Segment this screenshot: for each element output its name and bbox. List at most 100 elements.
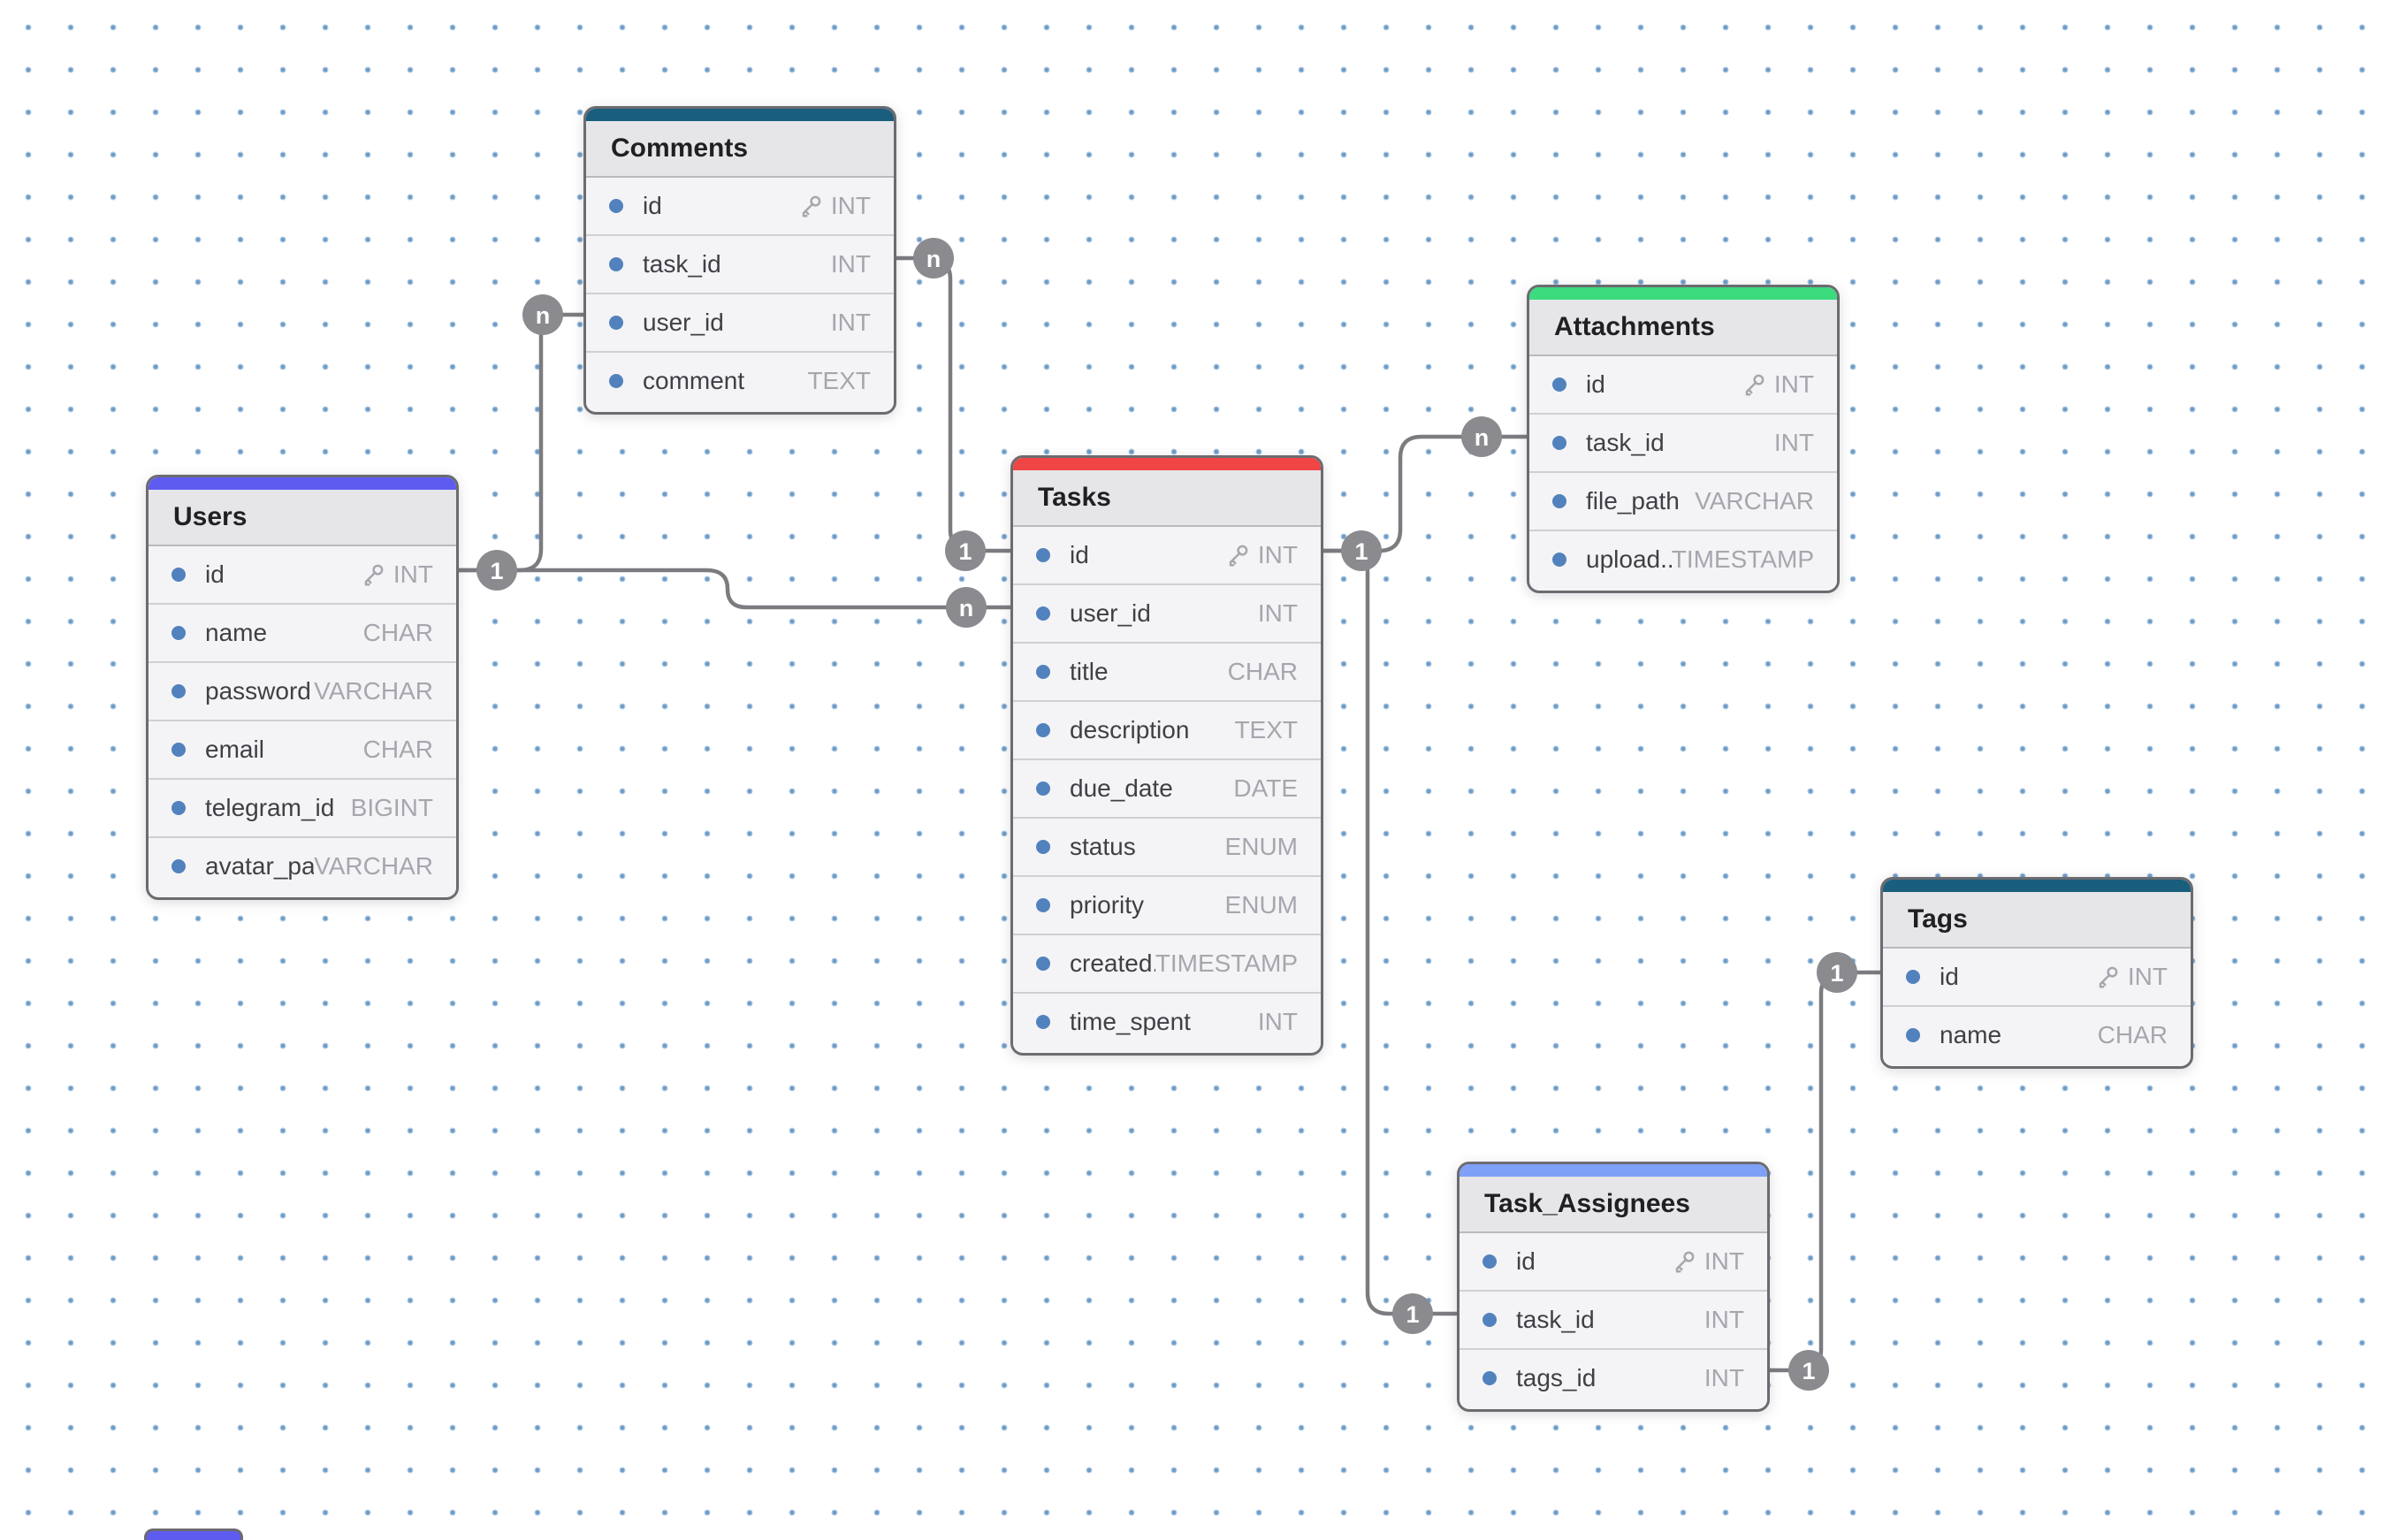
table-field-row[interactable]: tags_id INT <box>1460 1348 1767 1407</box>
field-dot-icon <box>172 801 186 815</box>
field-name: id <box>1516 1247 1536 1275</box>
table-field-row[interactable]: id INT <box>1013 527 1321 583</box>
table-field-row[interactable]: avatar_pa...VARCHAR <box>149 836 456 895</box>
cardinality-label: 1 <box>1830 960 1843 987</box>
field-type: INT <box>1257 1008 1298 1035</box>
field-dot-icon <box>172 684 186 698</box>
field-type: INT <box>1773 429 1814 456</box>
primary-key-icon <box>1745 374 1765 396</box>
field-type: BIGINT <box>350 794 433 821</box>
field-type: TEXT <box>807 367 871 394</box>
relationship-line[interactable] <box>891 255 1010 553</box>
cardinality-label: n <box>536 302 551 329</box>
table-field-row[interactable]: upload...TIMESTAMP <box>1529 530 1837 588</box>
cardinality-bubble: 1 <box>1788 1350 1829 1391</box>
field-dot-icon <box>609 257 623 271</box>
field-dot-icon <box>1552 377 1566 392</box>
cardinality-bubble: n <box>946 587 987 628</box>
field-name: description <box>1070 716 1190 743</box>
primary-key-icon <box>2099 966 2118 988</box>
table-field-row[interactable]: created...TIMESTAMP <box>1013 934 1321 992</box>
field-type: VARCHAR <box>314 677 433 705</box>
relationship-line[interactable] <box>454 568 1010 610</box>
partial-table-top-edge[interactable] <box>144 1529 243 1540</box>
field-type: INT <box>1704 1364 1744 1391</box>
field-dot-icon <box>1906 1028 1920 1042</box>
relationship-line[interactable] <box>1318 434 1527 553</box>
field-dot-icon <box>172 568 186 582</box>
table-field-row[interactable]: name CHAR <box>149 603 456 661</box>
table-field-row[interactable]: id INT <box>1529 356 1837 413</box>
relationship-line[interactable] <box>1318 548 1457 1316</box>
field-name: name <box>205 619 268 646</box>
cardinality-bubble: 1 <box>1392 1293 1433 1334</box>
field-dot-icon <box>172 859 186 873</box>
field-name: priority <box>1070 891 1145 919</box>
table-accent-bar <box>149 477 456 490</box>
field-type: INT <box>1257 541 1298 568</box>
table-field-row[interactable]: time_spent INT <box>1013 992 1321 1050</box>
field-type: INT <box>1773 370 1814 398</box>
cardinality-label: 1 <box>1354 538 1368 565</box>
field-type: DATE <box>1233 774 1298 802</box>
field-type: INT <box>1704 1306 1744 1333</box>
field-type: ENUM <box>1224 833 1298 860</box>
field-name: time_spent <box>1070 1008 1191 1035</box>
field-name: id <box>1586 370 1605 398</box>
field-name: id <box>1940 963 1959 990</box>
field-dot-icon <box>609 316 623 330</box>
field-type: INT <box>1257 599 1298 627</box>
table-field-row[interactable]: task_id INT <box>1529 413 1837 471</box>
table-accent-bar <box>1013 458 1321 470</box>
field-name: name <box>1940 1021 2002 1048</box>
field-name: tags_id <box>1516 1364 1597 1391</box>
table-accent-bar <box>1883 880 2191 892</box>
cardinality-label: n <box>959 595 974 621</box>
table-accent-bar <box>1529 287 1837 300</box>
field-name: task_id <box>1586 429 1665 456</box>
primary-key-icon <box>1675 1251 1695 1273</box>
cardinality-label: 1 <box>1802 1358 1815 1384</box>
table-title: Task_Assignees <box>1460 1177 1767 1233</box>
relationship-line[interactable] <box>454 312 583 573</box>
relationship-line[interactable] <box>1765 970 1880 1373</box>
field-type: CHAR <box>362 736 433 763</box>
field-type: CHAR <box>362 619 433 646</box>
field-name: file_path <box>1586 487 1680 515</box>
field-type: INT <box>393 560 433 588</box>
table-title: Attachments <box>1529 300 1837 356</box>
field-dot-icon <box>1036 840 1050 854</box>
field-name: id <box>1070 541 1089 568</box>
field-type: INT <box>830 309 871 336</box>
field-dot-icon <box>1906 970 1920 984</box>
